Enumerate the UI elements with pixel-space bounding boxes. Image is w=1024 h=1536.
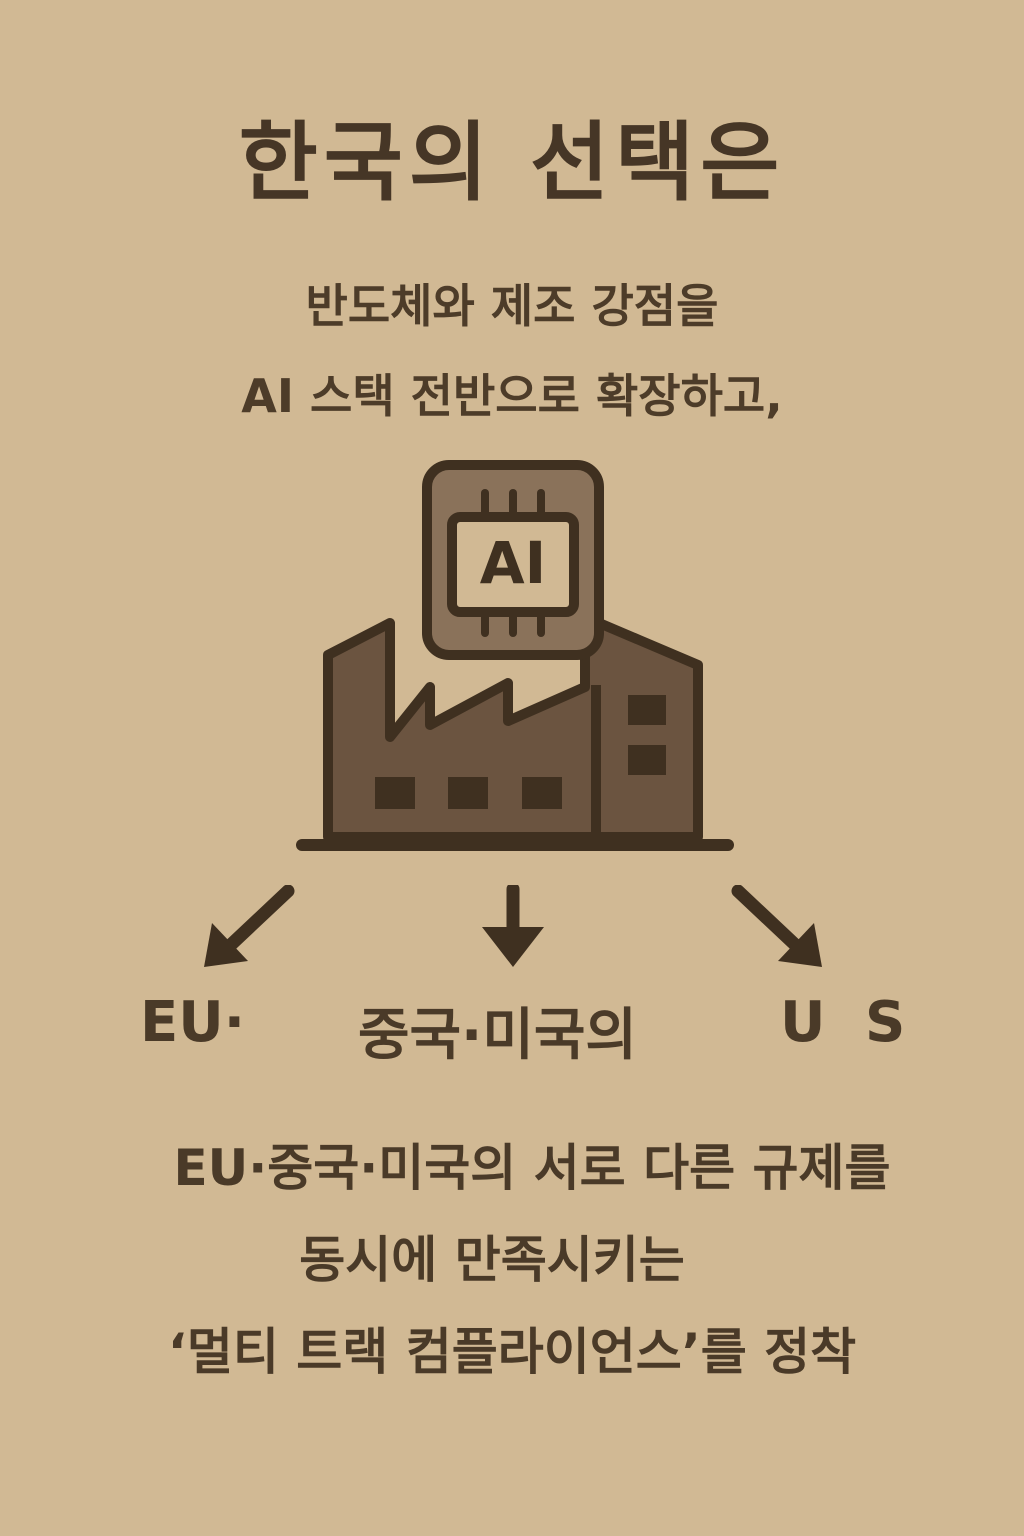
branch-label-us: U S	[780, 990, 916, 1055]
ai-chip-icon: AI	[422, 460, 604, 660]
page-title: 한국의 선택은	[238, 113, 786, 213]
body-line-2: 동시에 만족시키는	[299, 1231, 685, 1289]
body-line-1: EU·중국·미국의 서로 다른 규제를	[173, 1139, 891, 1197]
body-line-3: ‘멀티 트랙 컴플라이언스’를 정착	[167, 1323, 857, 1381]
arrow-down-icon	[482, 885, 544, 967]
arrow-down-right-icon	[731, 885, 822, 967]
branch-label-china-us: 중국·미국의	[358, 1003, 637, 1068]
branch-label-eu: EU·	[140, 990, 245, 1055]
arrow-down-left-icon	[204, 885, 295, 967]
ai-chip-label: AI	[480, 529, 546, 597]
subtitle-line-2: AI 스택 전반으로 확장하고,	[241, 369, 783, 423]
ai-factory-illustration: AI	[296, 460, 734, 851]
subtitle-line-1: 반도체와 제조 강점을	[305, 279, 719, 333]
factory-icon	[296, 612, 734, 851]
